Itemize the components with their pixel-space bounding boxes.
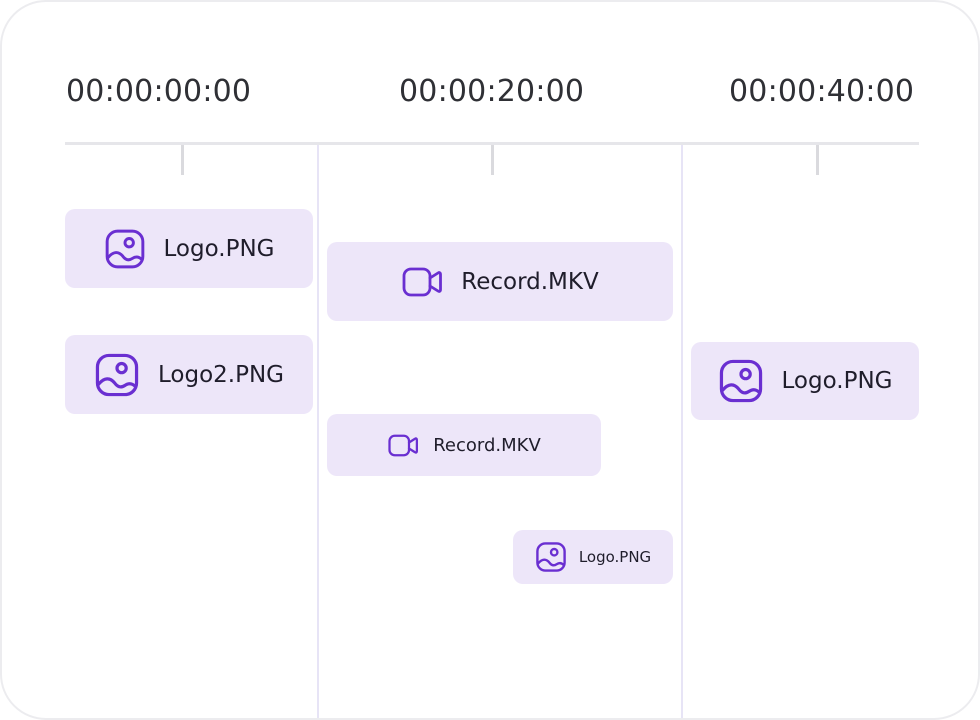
track-divider — [317, 145, 319, 718]
ruler-tick — [491, 145, 494, 175]
image-icon — [94, 352, 140, 398]
track-divider — [681, 145, 683, 718]
clip-label: Record.MKV — [433, 434, 541, 456]
image-icon — [535, 541, 567, 573]
clip-record-mkv[interactable]: Record.MKV — [327, 242, 673, 321]
video-camera-icon — [401, 264, 443, 300]
clip-label: Logo.PNG — [163, 235, 275, 262]
clip-logo-png-small[interactable]: Logo.PNG — [513, 530, 673, 584]
clip-label: Logo.PNG — [578, 548, 652, 566]
image-icon — [718, 358, 764, 404]
image-icon — [104, 228, 146, 270]
clip-logo-png[interactable]: Logo.PNG — [65, 209, 313, 288]
clip-logo-png-right[interactable]: Logo.PNG — [691, 342, 919, 420]
ruler-tick — [181, 145, 184, 175]
ruler-tick — [816, 145, 819, 175]
video-camera-icon — [387, 432, 419, 459]
timeline-ruler — [65, 142, 919, 145]
timestamp-start: 00:00:00:00 — [66, 74, 252, 109]
clip-label: Logo2.PNG — [158, 361, 284, 388]
clip-label: Logo.PNG — [781, 368, 893, 394]
clip-record-mkv-small[interactable]: Record.MKV — [327, 414, 601, 476]
clip-label: Record.MKV — [461, 268, 599, 295]
timestamp-20s: 00:00:20:00 — [399, 74, 585, 109]
timestamp-40s: 00:00:40:00 — [729, 74, 915, 109]
clip-logo2-png[interactable]: Logo2.PNG — [65, 335, 313, 414]
